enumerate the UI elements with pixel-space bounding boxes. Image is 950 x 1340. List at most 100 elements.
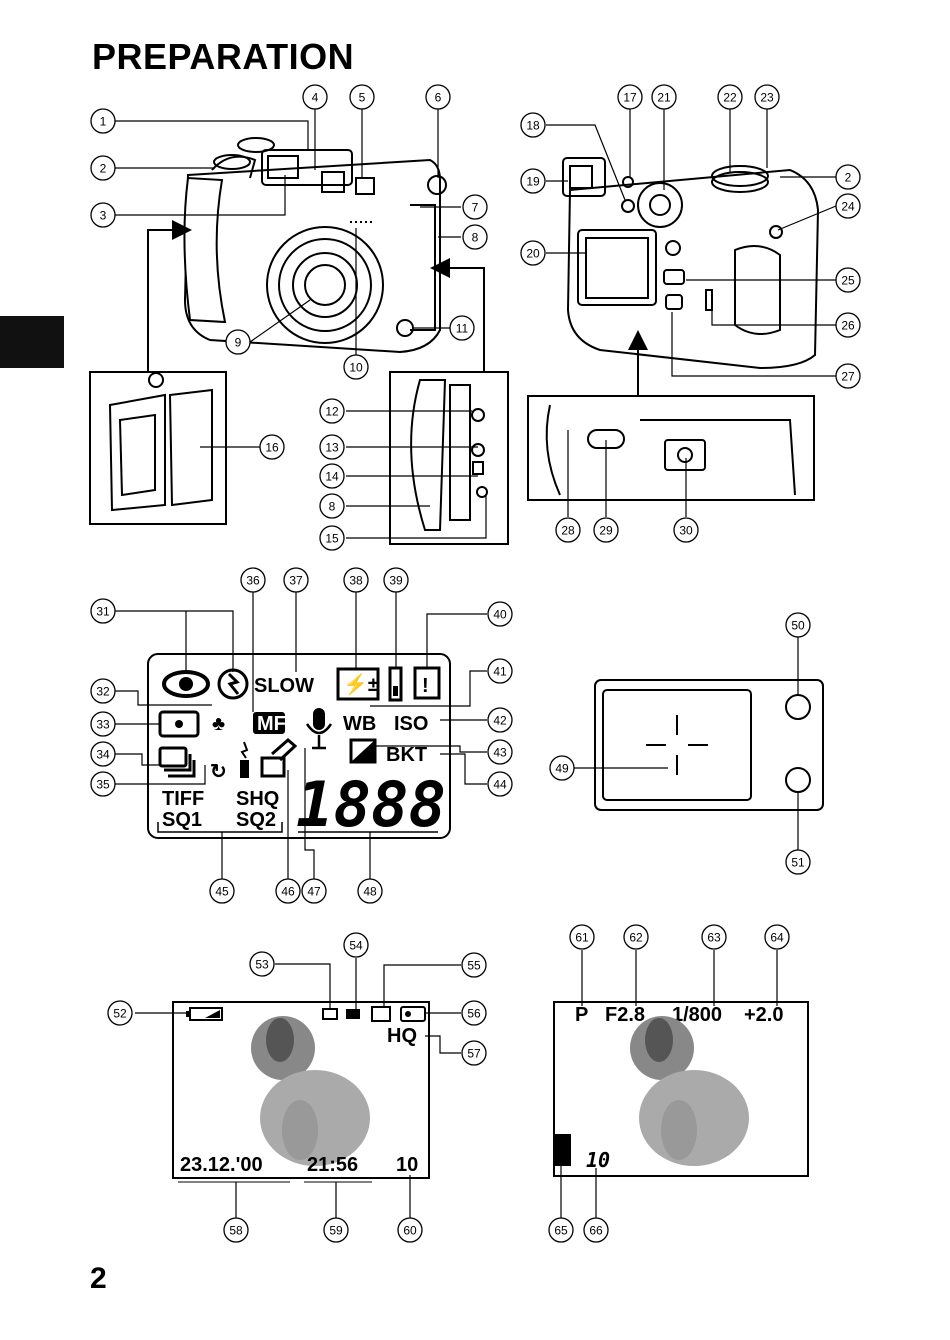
svg-text:19: 19 [526,175,540,189]
callout-11: 11 [449,315,475,341]
svg-text:45: 45 [215,885,229,899]
callout-38: 38 [343,567,369,593]
control-panel-lcd: SLOW ⚡± ! ♣ MF WB ISO [147,653,451,841]
battery-icon [388,666,403,702]
svg-text:66: 66 [589,1224,603,1238]
slow-label: SLOW [254,675,314,697]
callout-41: 41 [487,658,513,684]
quality-label: HQ [387,1025,417,1047]
svg-text:63: 63 [707,931,721,945]
callout-27: 27 [835,363,861,389]
callout-64: 64 [764,924,790,950]
svg-text:57: 57 [467,1047,481,1061]
flash-comp-icon: ⚡± [336,667,380,701]
date-label: 23.12.'00 [180,1154,263,1176]
svg-text:21: 21 [657,91,671,105]
battery-small-icon [186,1007,223,1021]
sound-icon [371,1006,391,1022]
memory-gauge [555,1134,571,1166]
svg-text:⚡±: ⚡± [343,672,379,696]
svg-text:42: 42 [493,714,507,728]
callout-17: 17 [617,84,643,110]
callout-33: 33 [90,711,116,737]
callout-16: 16 [259,434,285,460]
monitor-record: P F2.8 1/800 +2.0 10 [553,1001,809,1177]
callout-63: 63 [701,924,727,950]
svg-text:43: 43 [493,746,507,760]
callout-34: 34 [90,741,116,767]
svg-text:23: 23 [760,91,774,105]
iso-label: ISO [394,713,428,735]
svg-text:49: 49 [555,762,569,776]
svg-text:41: 41 [493,665,507,679]
svg-text:54: 54 [349,939,363,953]
remote-icon [240,741,249,778]
monitor-playback: HQ 23.12.'00 21:56 10 [172,1001,430,1183]
aperture-label: F2.8 [605,1004,645,1026]
callout-24: 24 [835,193,861,219]
svg-text:5: 5 [359,91,366,105]
flash-off-icon [217,668,249,700]
svg-text:38: 38 [349,574,363,588]
card-icon [346,1009,360,1019]
callout-19: 19 [520,168,546,194]
time-label: 21:56 [307,1154,358,1176]
svg-text:29: 29 [599,524,613,538]
svg-text:1: 1 [100,115,107,129]
dog-image [251,1016,370,1166]
svg-text:8: 8 [472,231,479,245]
svg-text:15: 15 [325,532,339,546]
sequence-icon [158,746,196,778]
svg-text:♣: ♣ [212,713,225,735]
callout-20: 20 [520,240,546,266]
callout-8: 8 [462,224,488,250]
callout-36: 36 [240,567,266,593]
svg-text:↻: ↻ [210,761,227,783]
svg-text:10: 10 [349,361,363,375]
callout-15: 15 [319,525,345,551]
svg-text:33: 33 [96,718,110,732]
callout-54: 54 [343,932,369,958]
wb-label: WB [343,713,376,735]
callout-49: 49 [549,755,575,781]
dog-image [630,1016,749,1166]
shutter-label: 1/800 [672,1004,722,1026]
callout-30: 30 [673,517,699,543]
callout-2: 2 [835,164,861,190]
svg-text:46: 46 [281,885,295,899]
callout-65: 65 [548,1217,574,1243]
callout-14: 14 [319,463,345,489]
callout-28: 28 [555,517,581,543]
callout-37: 37 [283,567,309,593]
callout-56: 56 [461,1000,487,1026]
frame-counter-segments: 1888 [296,768,446,841]
callout-31: 31 [90,598,116,624]
callout-57: 57 [461,1040,487,1066]
callout-5: 5 [349,84,375,110]
svg-text:9: 9 [235,336,242,350]
callout-62: 62 [623,924,649,950]
callout-6: 6 [425,84,451,110]
svg-text:65: 65 [554,1224,568,1238]
page-title: PREPARATION [92,36,355,77]
svg-text:20: 20 [526,247,540,261]
callout-55: 55 [461,952,487,978]
callout-66: 66 [583,1217,609,1243]
bottom-inset [527,395,815,501]
svg-text:50: 50 [791,619,805,633]
microphone-icon [305,708,333,750]
callout-35: 35 [90,771,116,797]
svg-text:55: 55 [467,959,481,973]
svg-text:52: 52 [113,1007,127,1021]
section-tab [0,316,64,368]
frame-label: 10 [396,1154,418,1176]
callout-53: 53 [249,951,275,977]
svg-text:51: 51 [791,856,805,870]
callout-47: 47 [301,878,327,904]
camera-front-illustration [183,137,447,354]
svg-text:27: 27 [841,370,855,384]
red-eye-icon [162,670,210,698]
callout-21: 21 [651,84,677,110]
callout-59: 59 [323,1217,349,1243]
